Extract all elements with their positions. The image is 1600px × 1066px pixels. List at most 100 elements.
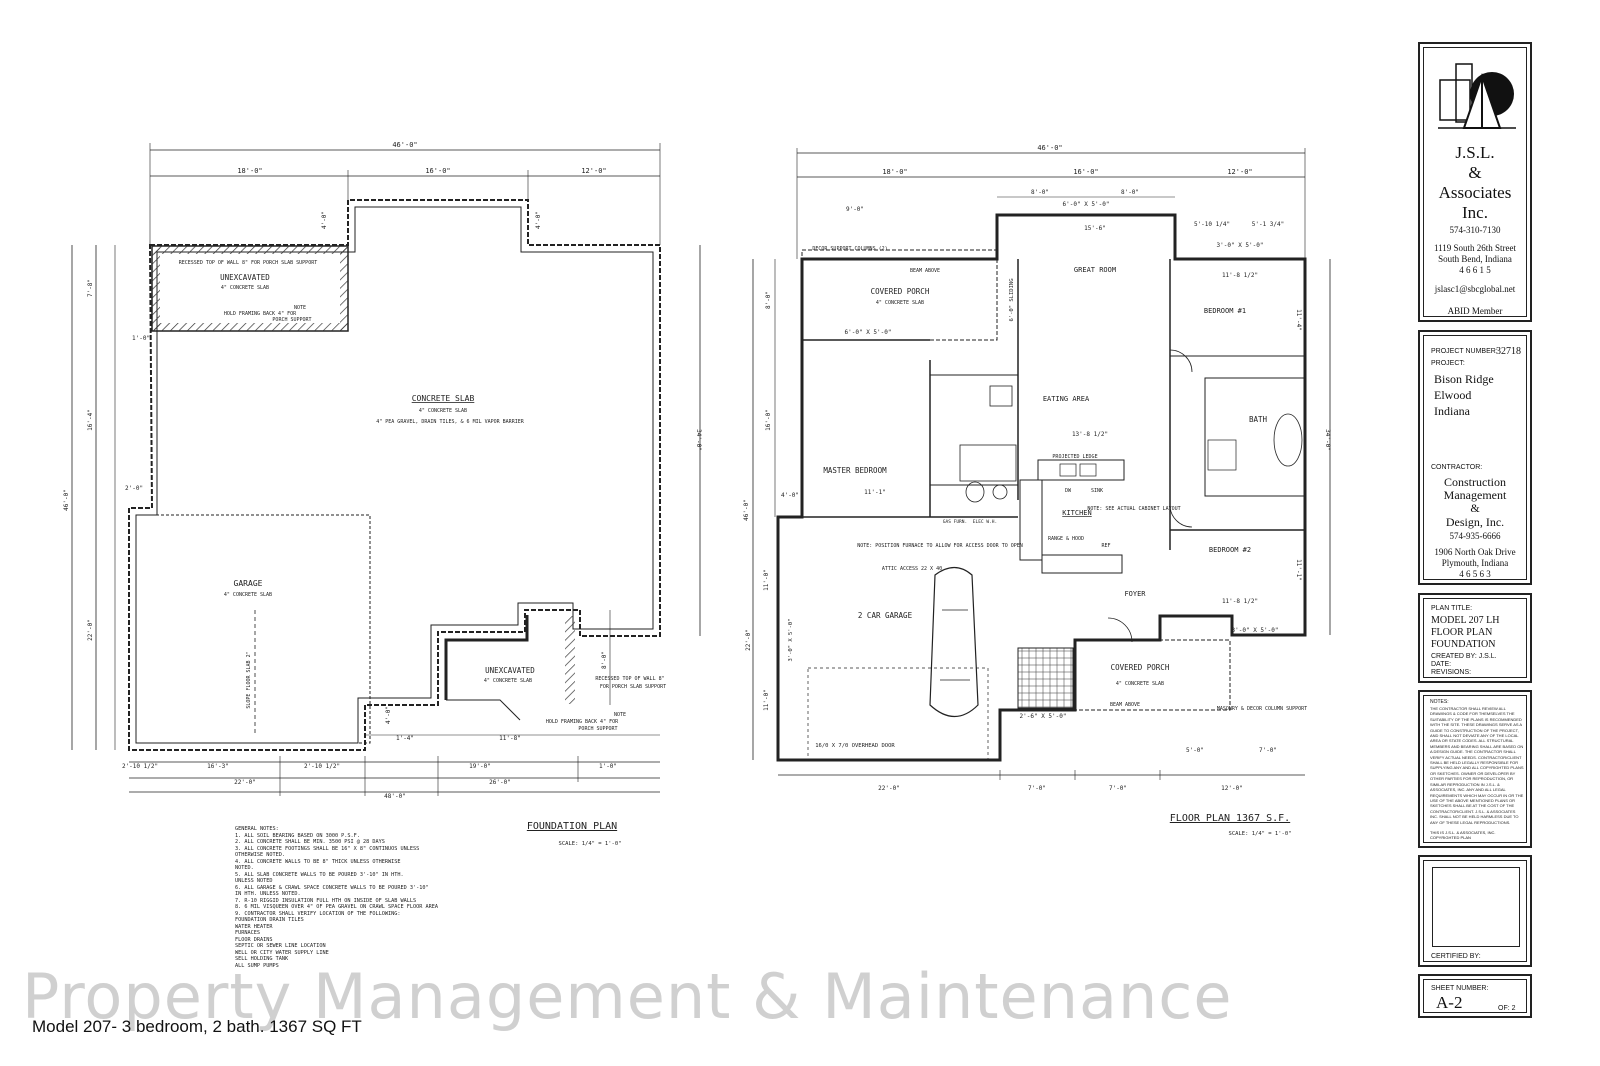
floor-dim-window-great: 6'-0" X 5'-0" bbox=[1063, 201, 1110, 208]
fdn-title: FOUNDATION PLAN bbox=[527, 821, 617, 832]
window-garage: 3'-0" X 5'-0" bbox=[788, 618, 794, 661]
note-line: FOUNDATION DRAIN TILES bbox=[235, 917, 304, 923]
fdn-dim-4b: 4'-0" bbox=[535, 211, 542, 229]
floor-dim-left-46: 46'-0" bbox=[743, 499, 750, 521]
bath-right bbox=[1204, 377, 1306, 497]
floor-dim-12: 12'-0" bbox=[1227, 168, 1252, 176]
floor-title: FLOOR PLAN 1367 S.F. bbox=[1170, 813, 1290, 824]
floor-dim-left-16: 16'-0" bbox=[765, 409, 772, 431]
floor-dim-left-8: 8'-0" bbox=[765, 291, 772, 309]
fdn-dim-b2: 2'-10 1/2" bbox=[304, 763, 340, 770]
foundation-labels: 46'-0" 18'-0" 16'-0" 12'-0" 4'-0" 4'-0" … bbox=[63, 141, 702, 847]
floor-dim-overall-top: 46'-0" bbox=[1037, 144, 1062, 152]
floor-dim-9: 9'-0" bbox=[846, 206, 864, 213]
decor-columns: DECOR SUPPORT COLUMNS (2) bbox=[812, 246, 887, 252]
gas-furnace: GAS FURN. bbox=[943, 519, 967, 525]
eating-dim: 13'-8 1/2" bbox=[1072, 431, 1108, 438]
sliding-door: 6'-0" SLIDING bbox=[1009, 278, 1015, 321]
water-heater: ELEC W.H. bbox=[973, 519, 997, 525]
dishwasher: DW bbox=[1065, 488, 1072, 494]
note-line: 1. ALL SOIL BEARING BASED ON 3000 P.S.F. bbox=[235, 832, 360, 839]
fdn-unexcavated-top-sub: 4" CONCRETE SLAB bbox=[221, 285, 269, 291]
room-eating-area: EATING AREA bbox=[1043, 395, 1090, 403]
floor-dim-16: 16'-0" bbox=[1073, 168, 1098, 176]
room-garage: 2 CAR GARAGE bbox=[858, 611, 913, 620]
fdn-dim-b4: 1'-0" bbox=[599, 763, 617, 770]
fdn-dim-b0: 2'-10 1/2" bbox=[122, 763, 158, 770]
firm-name-1: J.S.L. bbox=[1455, 143, 1495, 162]
covered-porch-top bbox=[801, 249, 998, 341]
note-line: OTHERWISE NOTED. bbox=[235, 852, 285, 858]
contractor-line-1: Construction bbox=[1444, 475, 1506, 489]
firm-logo-icon bbox=[1438, 63, 1516, 129]
masonry-note: MASONRY & DECOR COLUMN SUPPORT bbox=[1217, 706, 1307, 712]
notes-copyright: THIS IS J.S.L. & ASSOCIATES, INC. COPYRI… bbox=[1430, 830, 1496, 840]
certified-by-label: CERTIFIED BY: bbox=[1431, 953, 1481, 960]
floor-dim-5-10: 5'-10 1/4" bbox=[1194, 221, 1230, 228]
note-line: 3. ALL CONCRETE FOOTINGS SHALL BE 16" X … bbox=[235, 845, 420, 852]
bedroom1-dim: 11'-8 1/2" bbox=[1222, 272, 1258, 279]
car-icon bbox=[929, 566, 979, 718]
floor-dim-left-11b: 11'-0" bbox=[763, 689, 770, 711]
firm-name-4: Inc. bbox=[1462, 203, 1488, 222]
sheet-number-label: SHEET NUMBER: bbox=[1431, 985, 1489, 992]
fdn-dim-4a: 4'-0" bbox=[321, 211, 328, 229]
fdn-unexc-top-note-d: PORCH SUPPORT bbox=[272, 317, 311, 323]
project-number: 32718 bbox=[1496, 346, 1521, 357]
fdn-dim-b9: 11'-8" bbox=[499, 735, 521, 742]
plan-revisions: REVISIONS: bbox=[1431, 669, 1472, 676]
beam-above-top: BEAM ABOVE bbox=[910, 268, 940, 274]
floor-dim-window-br1: 3'-0" X 5'-0" bbox=[1217, 242, 1264, 249]
entry-tile bbox=[1017, 647, 1074, 709]
firm-member: ABID Member bbox=[1447, 306, 1503, 316]
project-label: PROJECT: bbox=[1431, 360, 1465, 367]
covered-porch-bottom bbox=[1074, 639, 1231, 711]
floor-dim-left-4: 4'-0" bbox=[781, 492, 799, 499]
fdn-garage-label: GARAGE bbox=[234, 579, 263, 588]
plan-title-line-2: FLOOR PLAN bbox=[1431, 627, 1493, 638]
sheet-of: OF: 2 bbox=[1498, 1005, 1516, 1012]
note-line: ALL SUMP PUMPS bbox=[235, 962, 279, 969]
contractor-address: 1906 North Oak Drive bbox=[1434, 547, 1516, 557]
fdn-unexc-top-note-b: NOTE bbox=[294, 305, 306, 311]
floor-dim-b1: 7'-0" bbox=[1028, 785, 1046, 792]
master-dim: 11'-1" bbox=[864, 489, 886, 496]
fdn-dim-b1: 16'-3" bbox=[207, 763, 229, 770]
note-line: 2. ALL CONCRETE SHALL BE MIN. 3500 PSI @… bbox=[235, 839, 385, 845]
contractor-line-3: & bbox=[1470, 501, 1480, 515]
firm-address-1: 1119 South 26th Street bbox=[1433, 243, 1517, 253]
window-porch-top: 6'-0" X 5'-0" bbox=[845, 329, 892, 336]
general-notes: GENERAL NOTES: 1. ALL SOIL BEARING BASED… bbox=[235, 826, 505, 969]
note-line: UNLESS NOTED bbox=[235, 878, 273, 884]
fdn-unexc-bottom-note-e: PORCH SUPPORT bbox=[578, 726, 617, 732]
fdn-dim-b7: 48'-0" bbox=[384, 793, 406, 800]
plan-date: DATE: bbox=[1431, 661, 1452, 668]
firm-email[interactable]: jslasc1@sbcglobal.net bbox=[1434, 284, 1516, 294]
floor-dim-b0: 22'-0" bbox=[878, 785, 900, 792]
fdn-dim-b10: 4'-0" bbox=[385, 706, 392, 724]
floor-scale: SCALE: 1/4" = 1'-0" bbox=[1229, 831, 1292, 837]
title-block-project: PROJECT NUMBER: 32718 PROJECT: Bison Rid… bbox=[1418, 330, 1532, 585]
fdn-dim-16: 16'-0" bbox=[425, 167, 450, 175]
room-foyer: FOYER bbox=[1124, 590, 1146, 598]
fdn-scale: SCALE: 1/4" = 1'-0" bbox=[559, 841, 622, 847]
fdn-dim-right-34: 34'-0" bbox=[695, 429, 702, 451]
floor-dim-18: 18'-0" bbox=[882, 168, 907, 176]
fdn-dim-left-46: 46'-0" bbox=[63, 489, 70, 511]
range-hood: RANGE & HOOD bbox=[1048, 536, 1084, 542]
foundation-outline bbox=[128, 199, 661, 751]
note-line: 8. 6 MIL VISQUEEN OVER 4" OF PEA GRAVEL … bbox=[235, 904, 439, 910]
fdn-dim-left-16-4: 16'-4" bbox=[87, 409, 94, 431]
room-bedroom1: BEDROOM #1 bbox=[1204, 307, 1246, 315]
kitchen-note: NOTE: SEE ACTUAL CABINET LAYOUT bbox=[1087, 506, 1180, 512]
floor-labels: 46'-0" 18'-0" 16'-0" 12'-0" 8'-0" 8'-0" … bbox=[743, 144, 1331, 837]
note-line: FURNACES bbox=[235, 930, 260, 936]
great-room-dim: 15'-6" bbox=[1084, 225, 1106, 232]
fdn-garage-sub: 4" CONCRETE SLAB bbox=[224, 592, 272, 598]
notes-title: NOTES: bbox=[1430, 699, 1449, 705]
notes-body: THE CONTRACTOR SHALL REVIEW ALL DRAWINGS… bbox=[1430, 706, 1524, 825]
room-great-room: GREAT ROOM bbox=[1074, 266, 1116, 274]
floor-dim-right-34: 34'-0" bbox=[1324, 429, 1331, 451]
note-line: WATER HEATER bbox=[235, 923, 273, 930]
